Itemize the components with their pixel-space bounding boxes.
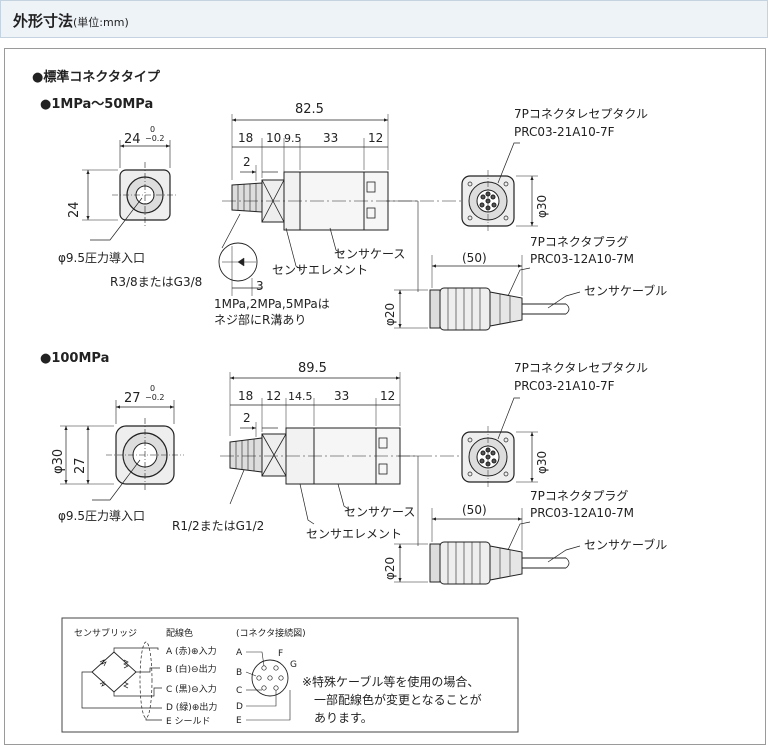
d2-case-label: センサケース [344,505,415,519]
d1-seg-2: 10 [266,131,281,145]
d1-side-view [218,114,470,296]
wiring-note-line-3: あります。 [314,711,373,725]
d1-plug-cable [386,200,581,331]
d1-port-label: φ9.5圧力導入口 [58,251,145,265]
pin-e: E [236,716,242,726]
d1-seg-4: 33 [323,131,338,145]
d2-cable-label: センサケーブル [584,537,667,552]
pin-f: F [278,649,283,659]
drawing-frame [4,48,766,745]
d1-case-label: センサケース [334,247,405,261]
d1-front-width: 24 [124,132,141,147]
d1-receptacle-line-1: 7Pコネクタレセプタクル [514,107,648,121]
d2-front-width: 27 [124,391,141,406]
d1-connector-view [461,142,538,232]
d1-front-view [82,140,178,241]
d2-plug-line-1: 7Pコネクタプラグ [530,489,628,503]
d2-plug-dia: φ20 [383,557,397,580]
wiring-diagram: センサブリッジ 配線色 (コネクタ接続図) [61,617,519,733]
wiring-row-d: D (緑)⊕出力 [166,701,217,713]
d2-heading: ●100MPa [40,351,109,366]
page-title: 外形寸法(単位:mm) [13,12,129,30]
d1-note-line-2: ネジ部にR溝あり [214,312,306,327]
d1-detail-dim: 3 [256,279,264,293]
d2-connector-dia: φ30 [535,451,549,474]
d1-front-height: 24 [67,201,82,218]
d2-front-outer-dia: φ30 [51,449,66,474]
wiring-bridge-label: センサブリッジ [74,627,137,639]
pin-g: G [290,660,297,670]
d1-tol-top: 0 [150,125,155,134]
d2-seg-2: 12 [266,389,281,403]
pin-b: B [236,668,242,678]
section-title: ●標準コネクタタイプ [32,69,161,85]
d2-side-view [220,372,470,525]
d1-tol-bottom: −0.2 [145,134,164,143]
diagram-1mpa-50mpa: ●1MPa〜50MPa 24 0 −0.2 24 φ9.5圧力導入口 [40,97,667,331]
d1-plug-length: (50) [462,251,487,265]
d2-seg-5: 12 [380,389,395,403]
d2-thread-label: R1/2またはG1/2 [172,519,264,533]
d2-seg-3: 14.5 [288,390,313,403]
bridge-symbol [81,641,291,721]
d2-front-height: 27 [73,457,88,474]
section-header: 外形寸法(単位:mm) [0,0,768,38]
d2-connector-view [461,397,538,488]
d1-plug-dia: φ20 [383,303,397,326]
wiring-row-c: C (黒)⊖入力 [166,683,217,695]
diagram-100mpa: ●100MPa 27 0 −0.2 φ30 27 φ9.5圧力導入口 [40,351,667,585]
d2-tol-top: 0 [150,384,155,393]
pin-a: A [236,648,243,658]
d1-overall-dim: 82.5 [295,102,324,117]
d1-heading: ●1MPa〜50MPa [40,97,153,112]
wiring-note-line-2: 一部配線色が変更となることが [314,692,482,707]
pin-c: C [236,686,242,696]
d2-element-label: センサエレメント [306,527,402,541]
d2-small-dim: 2 [243,411,251,425]
d1-element-label: センサエレメント [272,263,368,277]
d2-overall-dim: 89.5 [298,361,327,376]
d1-connector-dia: φ30 [535,195,549,218]
wiring-conn-header: (コネクタ接続図) [236,627,306,639]
wiring-row-b: B (白)⊖出力 [166,663,217,675]
wiring-row-a: A (赤)⊕入力 [166,645,217,657]
d1-small-dim: 2 [243,155,251,169]
d1-note-line-1: 1MPa,2MPa,5MPaは [214,297,330,311]
wiring-color-header: 配線色 [166,627,193,639]
d1-seg-1: 18 [238,131,253,145]
d2-plug-line-2: PRC03-12A10-7M [530,506,634,520]
d1-plug-line-1: 7Pコネクタプラグ [530,235,628,249]
wiring-row-e: E シールド [166,717,211,727]
d2-front-view [60,400,184,501]
d2-seg-1: 18 [238,389,253,403]
d2-plug-cable [394,455,581,585]
d2-port-label: φ9.5圧力導入口 [58,509,145,523]
d1-thread-label: R3/8またはG3/8 [110,275,202,289]
wiring-note-line-1: ※特殊ケーブル等を使用の場合、 [302,674,479,689]
pin-d: D [236,702,243,712]
d1-seg-3: 9.5 [284,132,302,145]
d1-seg-5: 12 [368,131,383,145]
d1-cable-label: センサケーブル [584,283,667,298]
d2-tol-bottom: −0.2 [145,393,164,402]
d1-receptacle-line-2: PRC03-21A10-7F [514,125,615,139]
d2-receptacle-line-1: 7Pコネクタレセプタクル [514,361,648,375]
d1-plug-line-2: PRC03-12A10-7M [530,252,634,266]
d2-seg-4: 33 [334,389,349,403]
d2-plug-length: (50) [462,503,487,517]
d2-receptacle-line-2: PRC03-21A10-7F [514,379,615,393]
unit-label: (単位:mm) [73,16,129,29]
